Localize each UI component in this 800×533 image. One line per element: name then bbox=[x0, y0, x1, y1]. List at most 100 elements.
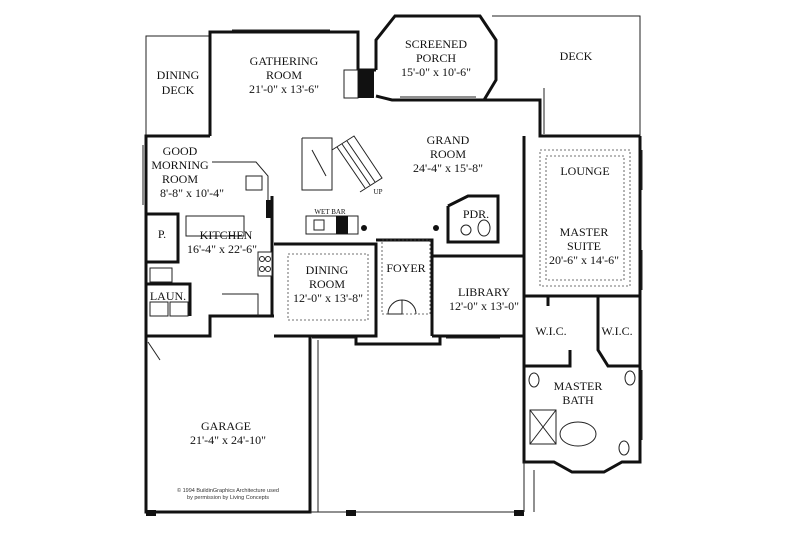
gathering-room-label-1: GATHERING bbox=[250, 54, 319, 68]
entry-door-left bbox=[387, 299, 403, 315]
library-label: LIBRARY bbox=[458, 285, 510, 299]
pdr-wall bbox=[446, 194, 500, 244]
master-suite-label-1: MASTER bbox=[560, 225, 609, 239]
entry-door-right bbox=[401, 299, 417, 315]
dining-room-label-2: ROOM bbox=[309, 277, 345, 291]
foyer-ceiling bbox=[381, 239, 431, 315]
wic-right-wall bbox=[596, 296, 640, 368]
pantry-wall bbox=[146, 212, 180, 264]
burner bbox=[259, 266, 265, 272]
master-suite-label-2: SUITE bbox=[567, 239, 601, 253]
burner bbox=[265, 266, 271, 272]
kitchen-south-wall bbox=[146, 314, 274, 338]
dining-room-wall bbox=[274, 242, 378, 338]
burner bbox=[265, 256, 271, 262]
kitchen-counter-lower bbox=[222, 293, 259, 316]
lounge-label: LOUNGE bbox=[560, 164, 609, 178]
room-labels: DINING DECK GATHERING ROOM 21'-0" x 13'-… bbox=[150, 37, 633, 501]
laundry-sink bbox=[149, 267, 173, 283]
garage-label: GARAGE bbox=[201, 419, 251, 433]
grand-room-size: 24'-4" x 15'-8" bbox=[413, 161, 483, 175]
morning-room-label-3: ROOM bbox=[162, 172, 198, 186]
suite-tray-ceiling bbox=[539, 149, 631, 287]
column bbox=[361, 225, 367, 231]
morning-room-west-wall bbox=[144, 134, 210, 336]
foyer-wall bbox=[376, 238, 434, 336]
deck-outline bbox=[492, 15, 641, 136]
kitchen-island bbox=[185, 215, 245, 237]
wet-bar-sink bbox=[313, 219, 325, 231]
wic-left-label: W.I.C. bbox=[535, 324, 566, 338]
dining-deck-label-1: DINING bbox=[157, 68, 200, 82]
dining-deck-label-2: DECK bbox=[162, 83, 195, 97]
kitchen-sink bbox=[245, 175, 263, 191]
stair-arrow bbox=[311, 149, 327, 177]
stair-tread bbox=[341, 143, 371, 186]
master-suite-wall bbox=[522, 136, 642, 298]
master-bath-wall bbox=[522, 296, 642, 474]
kitchen-range bbox=[257, 251, 273, 277]
dining-room-label-1: DINING bbox=[306, 263, 349, 277]
wic-right-label: W.I.C. bbox=[601, 324, 632, 338]
master-bath-label-2: BATH bbox=[562, 393, 594, 407]
shower-x bbox=[529, 409, 557, 445]
vanity-sink-left bbox=[528, 372, 540, 388]
stair-up-label: UP bbox=[374, 188, 383, 196]
laundry-label: LAUN. bbox=[150, 289, 186, 303]
stair-run bbox=[331, 135, 383, 193]
screened-porch-wall bbox=[374, 14, 498, 102]
deck-label: DECK bbox=[560, 49, 593, 63]
screened-porch-label-2: PORCH bbox=[416, 51, 456, 65]
laundry-wall bbox=[146, 282, 192, 316]
gathering-room-label-2: ROOM bbox=[266, 68, 302, 82]
grand-room-label-1: GRAND bbox=[427, 133, 470, 147]
master-bath-label-1: MASTER bbox=[554, 379, 603, 393]
wet-bar-unit bbox=[336, 216, 348, 234]
washer bbox=[149, 301, 169, 317]
garage-size: 21'-4" x 24'-10" bbox=[190, 433, 266, 447]
fireplace bbox=[343, 69, 359, 99]
screened-porch-label-1: SCREENED bbox=[405, 37, 467, 51]
pdr-sink bbox=[460, 224, 472, 236]
bath-toilet bbox=[618, 440, 630, 456]
column bbox=[433, 225, 439, 231]
morning-room-label-2: MORNING bbox=[151, 158, 209, 172]
dryer bbox=[169, 301, 189, 317]
bathtub bbox=[559, 421, 597, 447]
wic-left-wall bbox=[524, 350, 572, 368]
pdr-label: PDR. bbox=[463, 207, 489, 221]
copyright-line-1: © 1994 BuildinGraphics Architecture used bbox=[177, 487, 279, 494]
pdr-toilet bbox=[477, 219, 491, 237]
entry-step bbox=[354, 336, 442, 346]
gathering-room-size: 21'-0" x 13'-6" bbox=[249, 82, 319, 96]
copyright-line-2: by permission by Living Concepts bbox=[187, 495, 269, 501]
pantry-label: P. bbox=[158, 227, 166, 241]
vanity-sink-right bbox=[624, 370, 636, 386]
foyer-label: FOYER bbox=[386, 261, 425, 275]
kitchen-counter-upper bbox=[212, 161, 269, 208]
garage-door-swing bbox=[147, 341, 161, 361]
screened-porch-size: 15'-0" x 10'-6" bbox=[401, 65, 471, 79]
suite-tray-inner bbox=[545, 155, 625, 281]
dining-room-size: 12'-0" x 13'-8" bbox=[293, 291, 363, 305]
porch-post bbox=[346, 510, 356, 516]
dining-tray-ceiling bbox=[287, 253, 369, 321]
library-size: 12'-0" x 13'-0" bbox=[449, 299, 519, 313]
wet-bar-label: WET BAR bbox=[314, 208, 346, 216]
stair-tread bbox=[336, 146, 366, 189]
kitchen-size: 16'-4" x 22'-6" bbox=[187, 242, 257, 256]
burner bbox=[259, 256, 265, 262]
kitchen-tall-unit bbox=[266, 200, 272, 218]
stair-landing bbox=[301, 137, 333, 191]
fixtures bbox=[142, 29, 643, 516]
grand-room-label-2: ROOM bbox=[430, 147, 466, 161]
fireplace-hearth bbox=[358, 70, 374, 98]
garage-post bbox=[146, 510, 156, 516]
kitchen-label: KITCHEN bbox=[200, 228, 253, 242]
stair-tread bbox=[346, 140, 376, 183]
master-suite-size: 20'-6" x 14'-6" bbox=[549, 253, 619, 267]
morning-room-label-1: GOOD bbox=[163, 144, 198, 158]
porch-post bbox=[514, 510, 524, 516]
grand-room-east-wall bbox=[484, 98, 640, 138]
